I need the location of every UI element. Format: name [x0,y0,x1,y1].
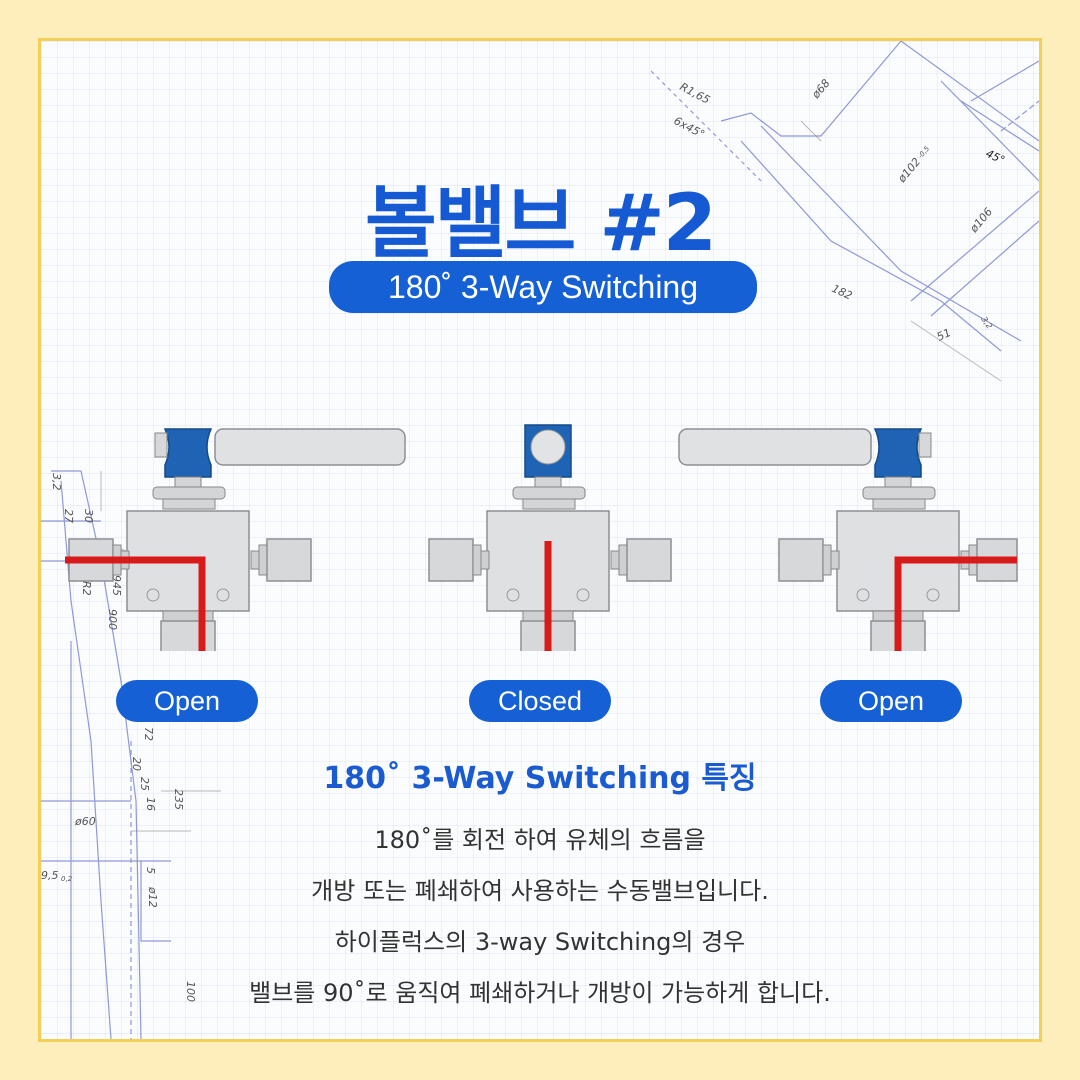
dim-95: 9,5 [41,869,59,882]
description-line-3: 하이플럭스의 3-way Switching의 경우 [334,928,746,956]
page-title: 볼밸브 #2 [364,179,717,269]
dim-s32: 3,2 [50,473,63,491]
dim-25: 25 [138,777,151,791]
dim-16: 16 [144,797,157,811]
valve-handle [524,424,572,478]
dim-20: 20 [130,757,143,771]
dim-95-tol: 0,2 [61,875,73,883]
dim-s30: 30 [82,509,95,523]
dim-5: 5 [144,867,157,874]
dim-72: 72 [142,727,155,741]
description-line-2: 개방 또는 폐쇄하여 사용하는 수동밸브입니다. [311,877,769,905]
state-label-open-1: Open [116,680,258,722]
dim-51: 51 [935,326,953,344]
state-label-open-2: Open [820,680,962,722]
dim-182: 182 [830,282,855,303]
valve-handle [678,428,932,478]
valve-closed [428,424,672,651]
dim-100: 100 [184,981,197,1002]
dim-900: 900 [106,609,119,630]
dim-235: 235 [172,789,185,810]
description: 180˚를 회전 하여 유체의 흐름을 개방 또는 폐쇄하여 사용하는 수동밸브… [41,815,1039,1019]
flow-path [894,556,1017,651]
dim-d60: ø60 [74,815,96,828]
card: R1,65 6x45° ø68 ø102 -0,5 45° ø106 182 5… [38,38,1042,1042]
dim-6x45: 6x45° [672,114,707,141]
valve-open-right [678,428,1018,651]
dim-d102-tol: -0,5 [916,144,931,160]
dim-r165: R1,65 [678,80,712,107]
dim-d68: ø68 [809,77,833,102]
feature-heading: 180˚ 3-Way Switching 특징 [323,761,757,796]
valve-handle [154,428,406,478]
description-line-1: 180˚를 회전 하여 유체의 흐름을 [374,826,706,854]
subtitle-badge: 180˚ 3-Way Switching [329,261,757,313]
state-label-closed: Closed [469,680,611,722]
dim-d12: ø12 [146,886,159,908]
dim-s27: 27 [62,509,75,523]
flow-path [65,556,206,651]
valve-open-left [65,428,406,651]
dim-r2: R2 [80,581,93,596]
description-line-4: 밸브를 90˚로 움직여 폐쇄하거나 개방이 가능하게 합니다. [249,979,831,1007]
